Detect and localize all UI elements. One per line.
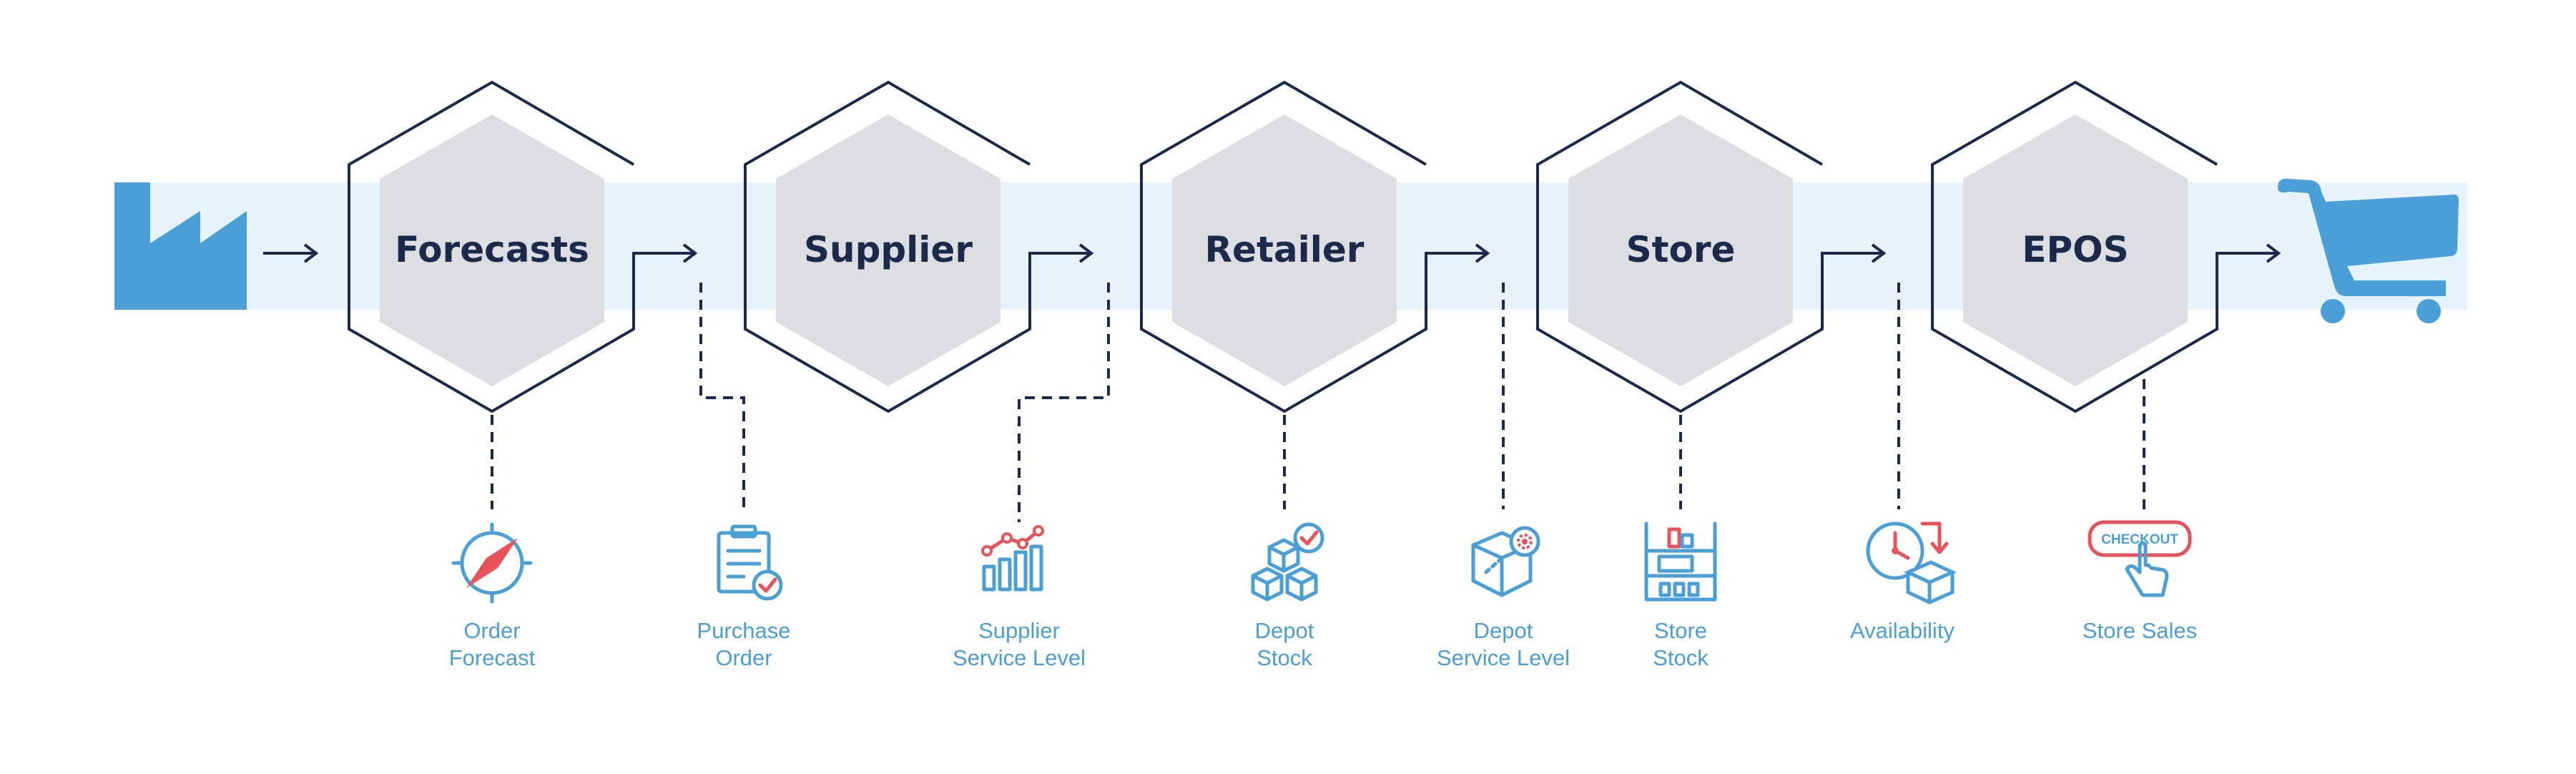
box-gear-icon xyxy=(1471,526,1540,597)
stage-supplier: Supplier xyxy=(744,80,1094,413)
clock-box-icon xyxy=(1866,521,1957,604)
shelf-icon xyxy=(1644,521,1717,602)
stage-forecasts: Forecasts xyxy=(348,80,698,413)
kpi-label-line1: Store Sales xyxy=(2083,618,2197,643)
kpi-label-line2: Order xyxy=(715,645,772,670)
kpi-label-line1: Purchase xyxy=(697,618,791,643)
stacked-boxes-check-icon xyxy=(1251,522,1324,602)
kpi-label-line1: Depot xyxy=(1474,618,1533,643)
kpi-labels: Order Forecast Purchase Order Supplier S… xyxy=(449,618,2197,670)
shopping-cart-icon xyxy=(2278,178,2459,323)
stage-title: Store xyxy=(1626,229,1736,270)
kpi-label-line2: Stock xyxy=(1257,645,1312,670)
kpi-label-line2: Service Level xyxy=(953,645,1086,670)
kpi-label-line1: Store xyxy=(1654,618,1707,643)
kpi-label-line1: Order xyxy=(463,618,520,643)
stage-title: Forecasts xyxy=(395,229,589,270)
stage-title: Supplier xyxy=(804,229,973,270)
stage-retailer: Retailer xyxy=(1140,80,1490,413)
clipboard-check-icon xyxy=(717,524,783,601)
kpi-label-line2: Stock xyxy=(1653,645,1709,670)
kpi-label-line1: Availability xyxy=(1850,618,1955,643)
stage-store: Store xyxy=(1536,80,1887,413)
bar-line-chart-icon xyxy=(981,525,1044,592)
kpi-label-line1: Supplier xyxy=(978,618,1060,643)
arrow-factory-to-forecasts xyxy=(263,243,319,263)
kpi-label-line1: Depot xyxy=(1255,618,1314,643)
kpi-label-line2: Forecast xyxy=(449,645,536,670)
compass-icon xyxy=(451,522,533,604)
checkout-button-text: CHECKOUT xyxy=(2101,532,2178,547)
kpi-label-line2: Service Level xyxy=(1437,645,1570,670)
stage-epos: EPOS xyxy=(1931,80,2281,413)
dashed-connectors xyxy=(491,283,2145,522)
checkout-click-icon: CHECKOUT xyxy=(2088,520,2192,597)
factory-icon xyxy=(114,182,247,310)
stage-title: Retailer xyxy=(1205,229,1365,270)
stage-title: EPOS xyxy=(2022,229,2128,270)
